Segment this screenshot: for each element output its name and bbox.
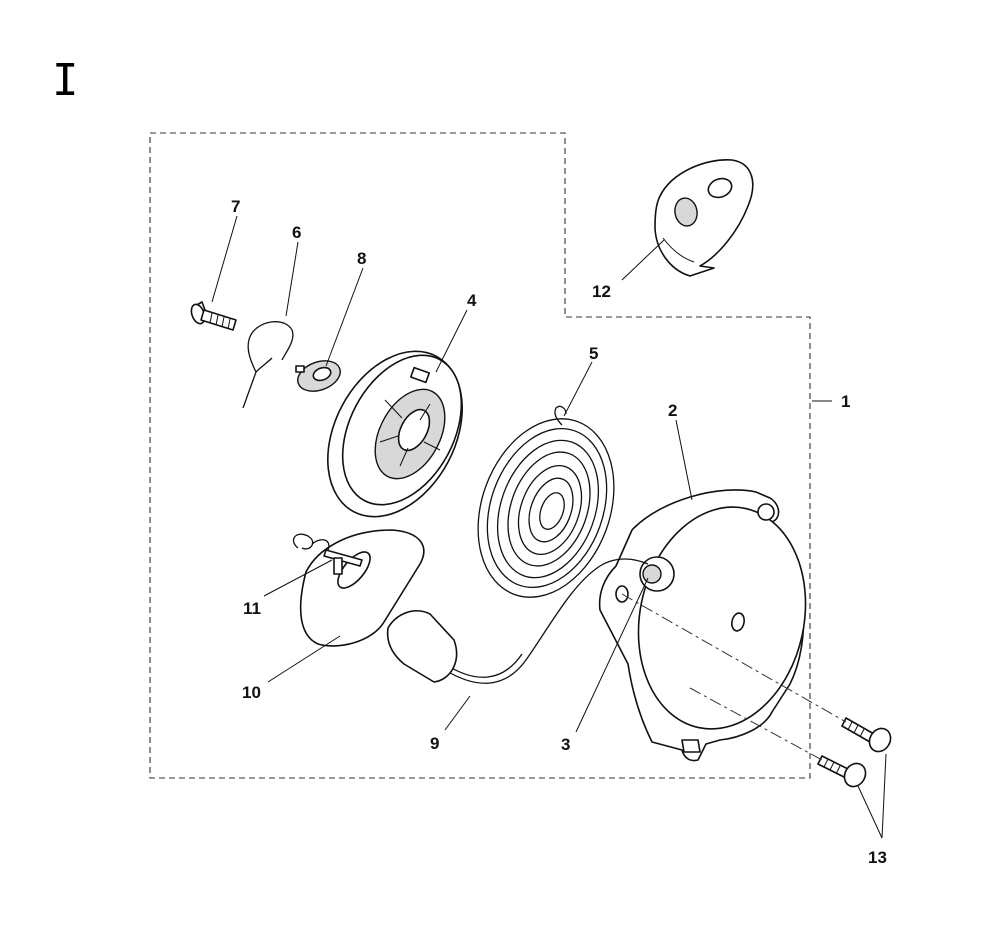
assembly-boundary — [149, 132, 811, 779]
callout-4: 4 — [467, 291, 477, 310]
leader-6 — [285, 241, 299, 317]
leader-5 — [563, 361, 593, 417]
callout-7: 7 — [231, 197, 240, 216]
bolt-part-13-lower — [817, 755, 867, 788]
spring-clip-part-6 — [242, 321, 294, 409]
bolt-part-13-upper — [841, 717, 892, 753]
handle-part-10 — [299, 529, 458, 683]
callout-12: 12 — [592, 282, 611, 301]
callout-13: 13 — [868, 848, 887, 867]
callout-9: 9 — [430, 734, 439, 753]
leader-3 — [575, 577, 649, 733]
bolt-centerline-lower — [689, 687, 823, 761]
washer-part-8 — [295, 360, 341, 392]
callout-10: 10 — [242, 683, 261, 702]
leader-8 — [325, 267, 364, 367]
callout-11: 11 — [243, 599, 261, 618]
pulley-part-4 — [327, 350, 463, 518]
leader-12 — [621, 239, 665, 281]
recoil-spring-part-5 — [477, 405, 615, 598]
callout-3: 3 — [561, 735, 570, 754]
leader-9 — [444, 695, 471, 731]
leader-13-b — [857, 785, 883, 839]
callout-6: 6 — [292, 223, 301, 242]
callout-2: 2 — [668, 401, 677, 420]
leader-13-a — [881, 753, 887, 839]
bolt-centerline-upper — [621, 593, 847, 723]
callout-1: 1 — [841, 392, 850, 411]
callout-8: 8 — [357, 249, 366, 268]
leader-2 — [675, 419, 693, 501]
section-label: I — [52, 55, 79, 106]
housing-part-2 — [598, 489, 807, 762]
rope-part-9 — [444, 558, 649, 684]
leader-11 — [263, 559, 333, 597]
leader-10 — [267, 635, 341, 683]
callout-5: 5 — [589, 344, 598, 363]
leader-7 — [211, 215, 238, 303]
cover-part-12 — [654, 159, 754, 277]
leader-4 — [435, 309, 468, 373]
pin-part-11 — [292, 533, 363, 575]
screw-part-7 — [190, 301, 237, 331]
